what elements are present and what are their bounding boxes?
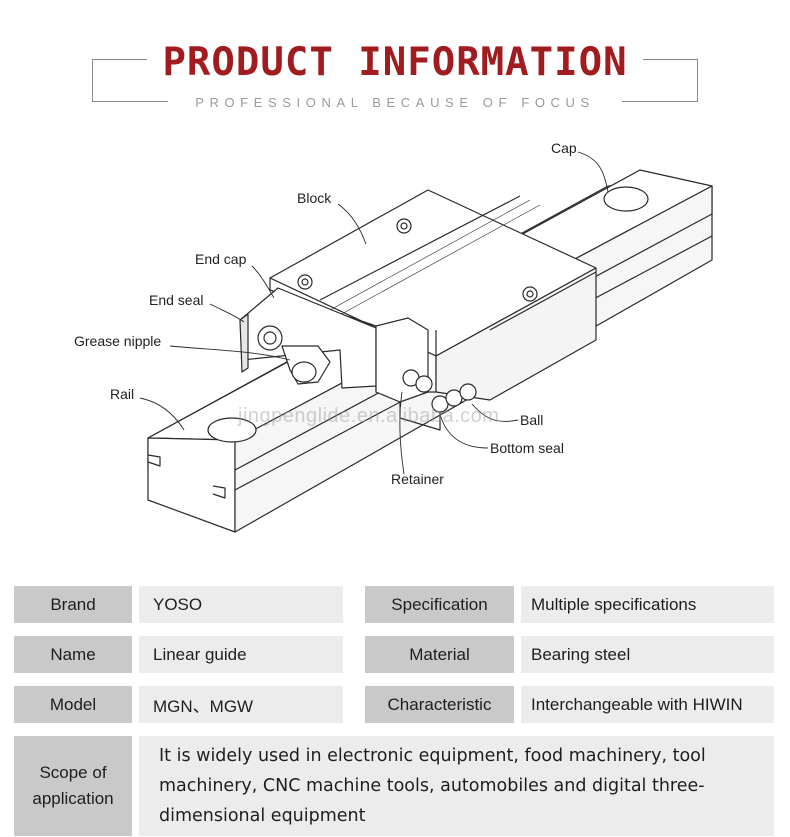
block-side bbox=[435, 267, 597, 401]
specification-label: Specification bbox=[365, 586, 514, 623]
header-frame-top-right bbox=[643, 59, 698, 60]
rail-hole-back bbox=[603, 186, 649, 212]
header-frame-bottom-right bbox=[622, 101, 698, 102]
label-rail: Rail bbox=[110, 386, 134, 402]
model-value: MGN、MGW bbox=[139, 686, 343, 723]
ball-2 bbox=[415, 375, 433, 393]
label-block: Block bbox=[297, 190, 332, 206]
rail-front bbox=[147, 437, 236, 533]
characteristic-value: Interchangeable with HIWIN bbox=[521, 686, 774, 723]
scope-label: Scope of application bbox=[14, 736, 132, 836]
label-cap: Cap bbox=[551, 140, 577, 156]
name-label: Name bbox=[14, 636, 132, 673]
watermark: jingpenglide.en.alibaba.com bbox=[238, 405, 500, 427]
characteristic-label: Characteristic bbox=[365, 686, 514, 723]
model-label: Model bbox=[14, 686, 132, 723]
label-end-seal: End seal bbox=[149, 292, 203, 308]
header-frame-right bbox=[697, 59, 698, 102]
label-end-cap: End cap bbox=[195, 251, 247, 267]
header-frame-bottom-left bbox=[92, 101, 168, 102]
specification-value: Multiple specifications bbox=[521, 586, 774, 623]
rail-hole-front bbox=[207, 417, 257, 443]
label-grease-nipple: Grease nipple bbox=[74, 333, 161, 349]
brand-value: YOSO bbox=[139, 586, 343, 623]
brand-label: Brand bbox=[14, 586, 132, 623]
end-seal bbox=[239, 313, 249, 373]
label-bottom-seal: Bottom seal bbox=[490, 440, 564, 456]
linear-guide-diagram: Cap Block End cap End seal Grease nipple… bbox=[74, 140, 713, 533]
page-subtitle: PROFESSIONAL BECAUSE OF FOCUS bbox=[195, 95, 595, 110]
name-value: Linear guide bbox=[139, 636, 343, 673]
label-ball: Ball bbox=[520, 412, 543, 428]
label-retainer: Retainer bbox=[391, 471, 444, 487]
scope-value: It is widely used in electronic equipmen… bbox=[139, 736, 774, 836]
header-frame-top-left bbox=[92, 59, 147, 60]
header-frame-left bbox=[92, 59, 93, 102]
material-label: Material bbox=[365, 636, 514, 673]
page-title: PRODUCT INFORMATION bbox=[162, 40, 628, 85]
ball-5 bbox=[459, 383, 477, 401]
material-value: Bearing steel bbox=[521, 636, 774, 673]
end-cap bbox=[239, 287, 377, 389]
